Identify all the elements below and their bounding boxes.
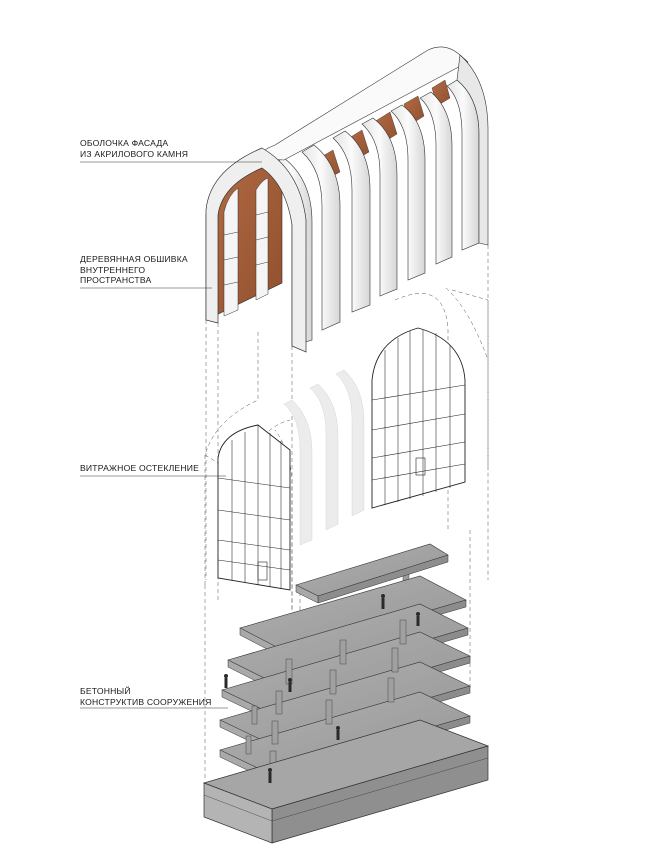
person-figure	[288, 678, 292, 692]
callout-leader-lines	[80, 161, 262, 709]
gable-window-strips	[223, 177, 269, 317]
label-line: ВИТРАЖНОЕ ОСТЕКЛЕНИЕ	[80, 463, 200, 473]
person-figure	[381, 594, 385, 609]
shell-front-arch	[205, 147, 307, 353]
structure-label: БЕТОННЫЙ КОНСТРУКТИВ СООРУЖЕНИЯ	[80, 686, 212, 707]
front-glazing-wall	[217, 424, 291, 591]
front-entry-door	[257, 561, 268, 581]
people-figures	[224, 594, 420, 783]
person-figure	[336, 726, 340, 740]
facade-shell-label: ОБОЛОЧКА ФАСАДА ИЗ АКРИЛОВОГО КАМНЯ	[80, 138, 188, 159]
glazing-label: ВИТРАЖНОЕ ОСТЕКЛЕНИЕ	[80, 463, 199, 474]
label-line: ИЗ АКРИЛОВОГО КАМНЯ	[80, 148, 189, 159]
label-line: ОБОЛОЧКА ФАСАДА	[80, 138, 169, 148]
label-line: КОНСТРУКТИВ СООРУЖЕНИЯ	[80, 696, 212, 707]
label-line: БЕТОННЫЙ	[80, 686, 131, 696]
person-figure	[416, 612, 420, 626]
person-figure	[224, 674, 228, 688]
label-line: ВНУТРЕННЕГО	[80, 264, 146, 275]
front-columns	[245, 619, 407, 775]
person-figure	[268, 768, 272, 783]
wood-lining-label: ДЕРЕВЯННАЯ ОБШИВКА ВНУТРЕННЕГО ПРОСТРАНС…	[80, 254, 188, 286]
glazing-layer	[217, 327, 466, 591]
label-line: ДЕРЕВЯННАЯ ОБШИВКА	[80, 254, 188, 264]
base-block	[202, 719, 490, 844]
rear-entry-door	[415, 457, 426, 476]
label-line: ПРОСТРАНСТВА	[80, 275, 152, 285]
concrete-structure-layer	[202, 543, 490, 844]
rear-glazing-wall	[371, 327, 466, 509]
facade-shell-layer	[205, 46, 489, 353]
